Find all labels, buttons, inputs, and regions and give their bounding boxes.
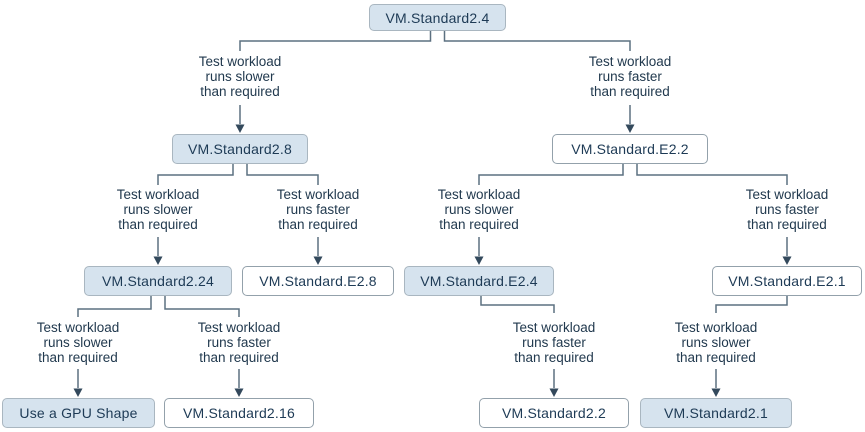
node-label: VM.Standard2.4 <box>385 9 490 26</box>
node-label: VM.Standard.E2.2 <box>571 141 689 157</box>
node-vm-standard2-24: VM.Standard2.24 <box>84 266 232 296</box>
edge-label-runs-faster: Test workload runs faster than required <box>588 54 672 99</box>
node-label: VM.Standard.E2.8 <box>259 273 377 289</box>
node-label: VM.Standard.E2.4 <box>420 273 538 289</box>
edge-label-runs-faster: Test workload runs faster than required <box>276 187 360 232</box>
node-label: Use a GPU Shape <box>19 405 138 421</box>
node-label: VM.Standard2.1 <box>664 405 768 421</box>
node-vm-standard-e2-8: VM.Standard.E2.8 <box>242 266 394 296</box>
edge-label-runs-faster: Test workload runs faster than required <box>197 320 281 365</box>
node-vm-standard-e2-4: VM.Standard.E2.4 <box>404 266 554 296</box>
node-label: VM.Standard.E2.1 <box>728 273 846 289</box>
node-vm-standard-e2-2: VM.Standard.E2.2 <box>552 134 708 164</box>
node-use-a-gpu-shape: Use a GPU Shape <box>2 398 155 428</box>
node-vm-standard2-8: VM.Standard2.8 <box>172 134 308 164</box>
node-vm-standard2-4: VM.Standard2.4 <box>369 4 506 31</box>
node-vm-standard2-1: VM.Standard2.1 <box>640 398 792 428</box>
edge-label-runs-slower: Test workload runs slower than required <box>36 320 120 365</box>
edge-label-runs-faster: Test workload runs faster than required <box>512 320 596 365</box>
edge-label-runs-slower: Test workload runs slower than required <box>198 54 282 99</box>
node-vm-standard-e2-1: VM.Standard.E2.1 <box>712 266 862 296</box>
node-label: VM.Standard2.8 <box>188 141 292 157</box>
node-label: VM.Standard2.24 <box>102 273 214 289</box>
edge-label-runs-faster: Test workload runs faster than required <box>745 187 829 232</box>
edge-label-runs-slower: Test workload runs slower than required <box>116 187 200 232</box>
node-vm-standard2-2: VM.Standard2.2 <box>479 398 629 428</box>
node-label: VM.Standard2.2 <box>502 405 606 421</box>
node-vm-standard2-16: VM.Standard2.16 <box>164 398 314 428</box>
node-label: VM.Standard2.16 <box>183 405 295 421</box>
edge-label-runs-slower: Test workload runs slower than required <box>437 187 521 232</box>
edge-label-runs-slower: Test workload runs slower than required <box>674 320 758 365</box>
